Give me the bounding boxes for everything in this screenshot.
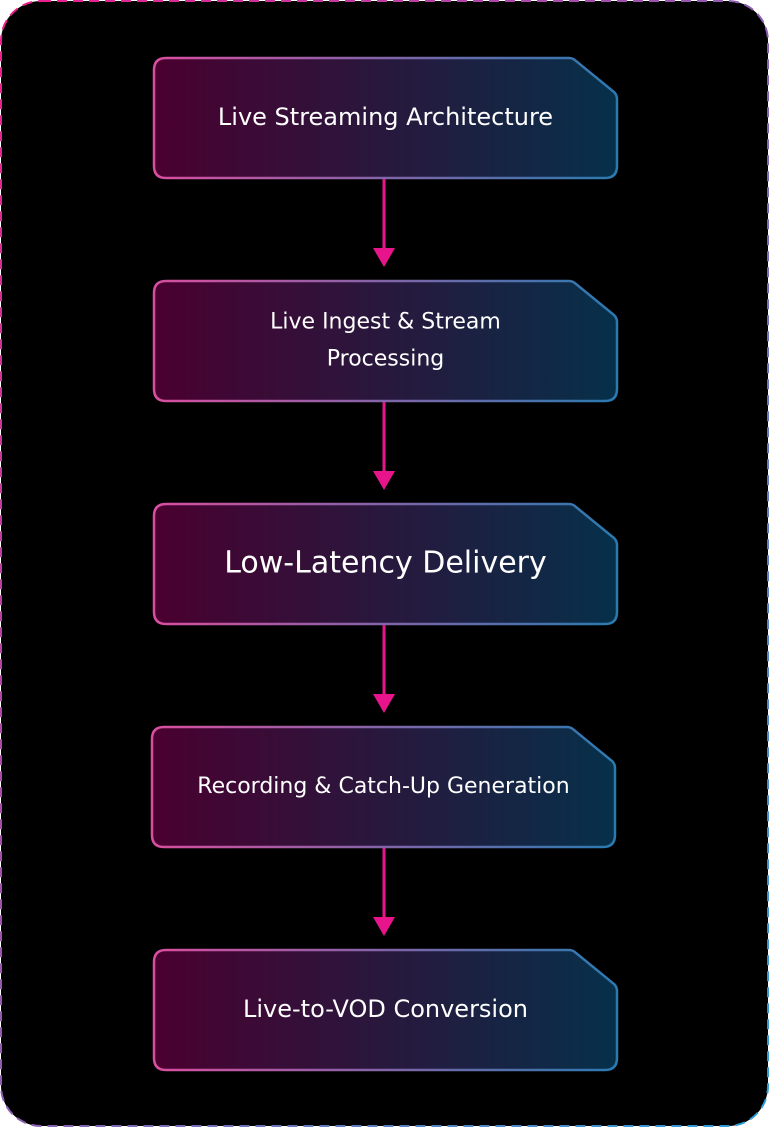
- node-shape: [152, 502, 619, 626]
- arrowhead-icon: [373, 471, 395, 490]
- node-label: Low-Latency Delivery: [224, 546, 547, 581]
- node-label: Live Ingest & Stream: [270, 309, 501, 334]
- arrowhead-icon: [373, 917, 395, 936]
- edge-arrow: [373, 179, 395, 267]
- node-label: Processing: [327, 347, 444, 372]
- node-shape: [152, 56, 619, 180]
- node-shape: [152, 948, 619, 1072]
- node-n1[interactable]: Live Streaming Architecture: [152, 56, 619, 180]
- edges: [373, 179, 395, 936]
- node-n3[interactable]: Low-Latency Delivery: [152, 502, 619, 626]
- arrowhead-icon: [373, 248, 395, 267]
- node-n4[interactable]: Recording & Catch-Up Generation: [150, 725, 617, 849]
- node-shape: [152, 279, 619, 403]
- edge-arrow: [373, 848, 395, 936]
- node-label: Live-to-VOD Conversion: [243, 995, 528, 1023]
- node-n5[interactable]: Live-to-VOD Conversion: [152, 948, 619, 1072]
- edge-arrow: [373, 402, 395, 490]
- node-label: Recording & Catch-Up Generation: [197, 774, 569, 799]
- node-shape: [150, 725, 617, 849]
- arrowhead-icon: [373, 694, 395, 713]
- edge-arrow: [373, 625, 395, 713]
- node-label: Live Streaming Architecture: [218, 103, 553, 131]
